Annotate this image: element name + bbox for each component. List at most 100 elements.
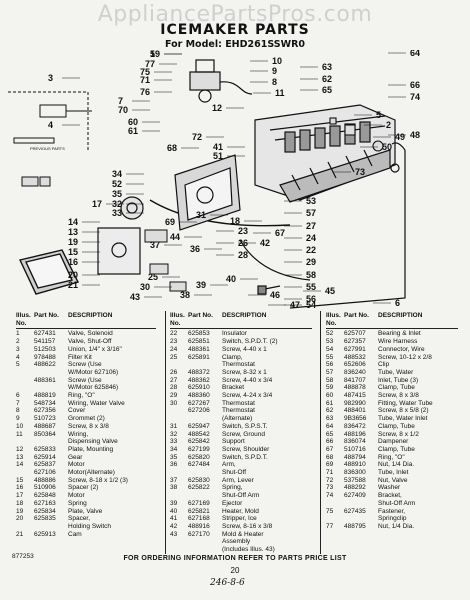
part-description: Stripper, Ice xyxy=(222,515,257,523)
callout-number: 16 xyxy=(68,257,78,267)
part-number xyxy=(344,500,378,508)
callout-number: 14 xyxy=(68,217,78,227)
water-tube-illustration xyxy=(289,142,406,309)
model-subtitle: For Model: EHD261SSWR0 xyxy=(164,39,306,50)
illus-number: 22 xyxy=(170,330,178,338)
part-number: 625853 xyxy=(188,330,210,338)
callout-number: 66 xyxy=(410,80,420,90)
callout-number: 59 xyxy=(150,50,160,59)
part-number: 510716 xyxy=(344,445,366,453)
part-number: 978488 xyxy=(34,353,56,361)
illus-number xyxy=(170,415,188,423)
illus-number: 39 xyxy=(170,499,178,507)
part-description: Screw, 8 x 5/8 (2) xyxy=(378,407,429,415)
illus-number xyxy=(16,469,34,477)
callout-number: 20 xyxy=(68,270,78,280)
part-number: 627106 xyxy=(34,469,56,477)
part-description: Screw, 8 x 3/8 xyxy=(378,392,419,400)
column-header: Illus. No. xyxy=(16,312,31,327)
part-number: 510723 xyxy=(34,415,56,423)
illus-number: 38 xyxy=(170,484,178,492)
illus-number: 17 xyxy=(16,492,24,500)
callout-number: 9 xyxy=(272,66,277,76)
table-row: Shut-Off Arm xyxy=(170,492,312,500)
callout-number: 8 xyxy=(272,77,277,87)
illus-number: 14 xyxy=(16,461,24,469)
illus-number: 54 xyxy=(326,345,334,353)
ice-mold-illustration xyxy=(254,104,396,203)
callout-number: 39 xyxy=(196,280,206,290)
illus-number: 30 xyxy=(170,399,178,407)
part-description: (Includes Illus. 43) xyxy=(222,546,275,554)
illus-number xyxy=(170,546,188,554)
illus-number: 73 xyxy=(326,484,334,492)
callout-number: 31 xyxy=(196,210,206,220)
part-number: 625913 xyxy=(34,530,56,538)
part-number: 488886 xyxy=(34,476,56,484)
illus-number xyxy=(170,407,188,415)
part-description: Inlet, Tube (3) xyxy=(378,376,419,384)
callout-number: 58 xyxy=(306,270,316,280)
illus-number: 68 xyxy=(326,453,334,461)
table-row: Dispensing Valve xyxy=(16,438,156,446)
part-number: 625914 xyxy=(34,453,56,461)
part-number: 850364 xyxy=(34,430,56,438)
part-number: 627169 xyxy=(188,499,210,507)
illus-number: 60 xyxy=(326,392,334,400)
part-description: Plate, Mounting xyxy=(68,445,114,453)
part-number: 625821 xyxy=(188,507,210,515)
callout-number: 1 xyxy=(150,50,155,59)
handwritten-note: 246-8-6 xyxy=(210,578,245,588)
part-number xyxy=(188,415,222,423)
part-number: 548734 xyxy=(34,399,56,407)
part-number: 627435 xyxy=(344,507,366,515)
table-row: Thermostat xyxy=(170,361,312,369)
part-description: Screw (Use xyxy=(68,361,102,369)
illus-number: 33 xyxy=(170,438,178,446)
table-header: Illus. No.Part No.DESCRIPTION xyxy=(170,312,312,330)
part-number: 488622 xyxy=(34,361,56,369)
callout-number: 76 xyxy=(140,87,150,97)
callout-number: 23 xyxy=(238,226,248,236)
callout-number: 74 xyxy=(410,92,420,102)
part-number: 625848 xyxy=(34,492,56,500)
part-description: Screw (Use xyxy=(68,376,102,384)
callout-number: 15 xyxy=(68,247,78,257)
part-description: Cover xyxy=(68,407,86,415)
part-number xyxy=(34,369,68,377)
illus-number: 77 xyxy=(326,522,334,530)
part-description: Bracket xyxy=(222,384,245,392)
part-description: Motor xyxy=(68,492,85,500)
callout-number: 73 xyxy=(355,167,365,177)
callout-number: 69 xyxy=(165,217,175,227)
part-description: Washer xyxy=(378,484,401,492)
part-description: Wiring, Water Valve xyxy=(68,399,125,407)
part-description: Clamp, Tube xyxy=(378,384,415,392)
illus-number: 5 xyxy=(16,361,20,369)
column-header: DESCRIPTION xyxy=(68,312,113,319)
illus-number: 28 xyxy=(170,384,178,392)
part-description: Screw, 4-40 x 1 xyxy=(222,345,267,353)
part-description: Thermostat xyxy=(222,361,255,369)
illus-number: 56 xyxy=(326,361,334,369)
part-number: 541157 xyxy=(34,338,56,346)
part-description: Spring, xyxy=(222,484,243,492)
switches-illustration xyxy=(144,229,187,292)
callout-number: 34 xyxy=(112,169,122,179)
part-description: Wire Harness xyxy=(378,338,418,346)
page-title: ICEMAKER PARTS xyxy=(160,22,310,38)
part-number: 836472 xyxy=(344,422,366,430)
part-description: Nut, Valve xyxy=(378,476,408,484)
